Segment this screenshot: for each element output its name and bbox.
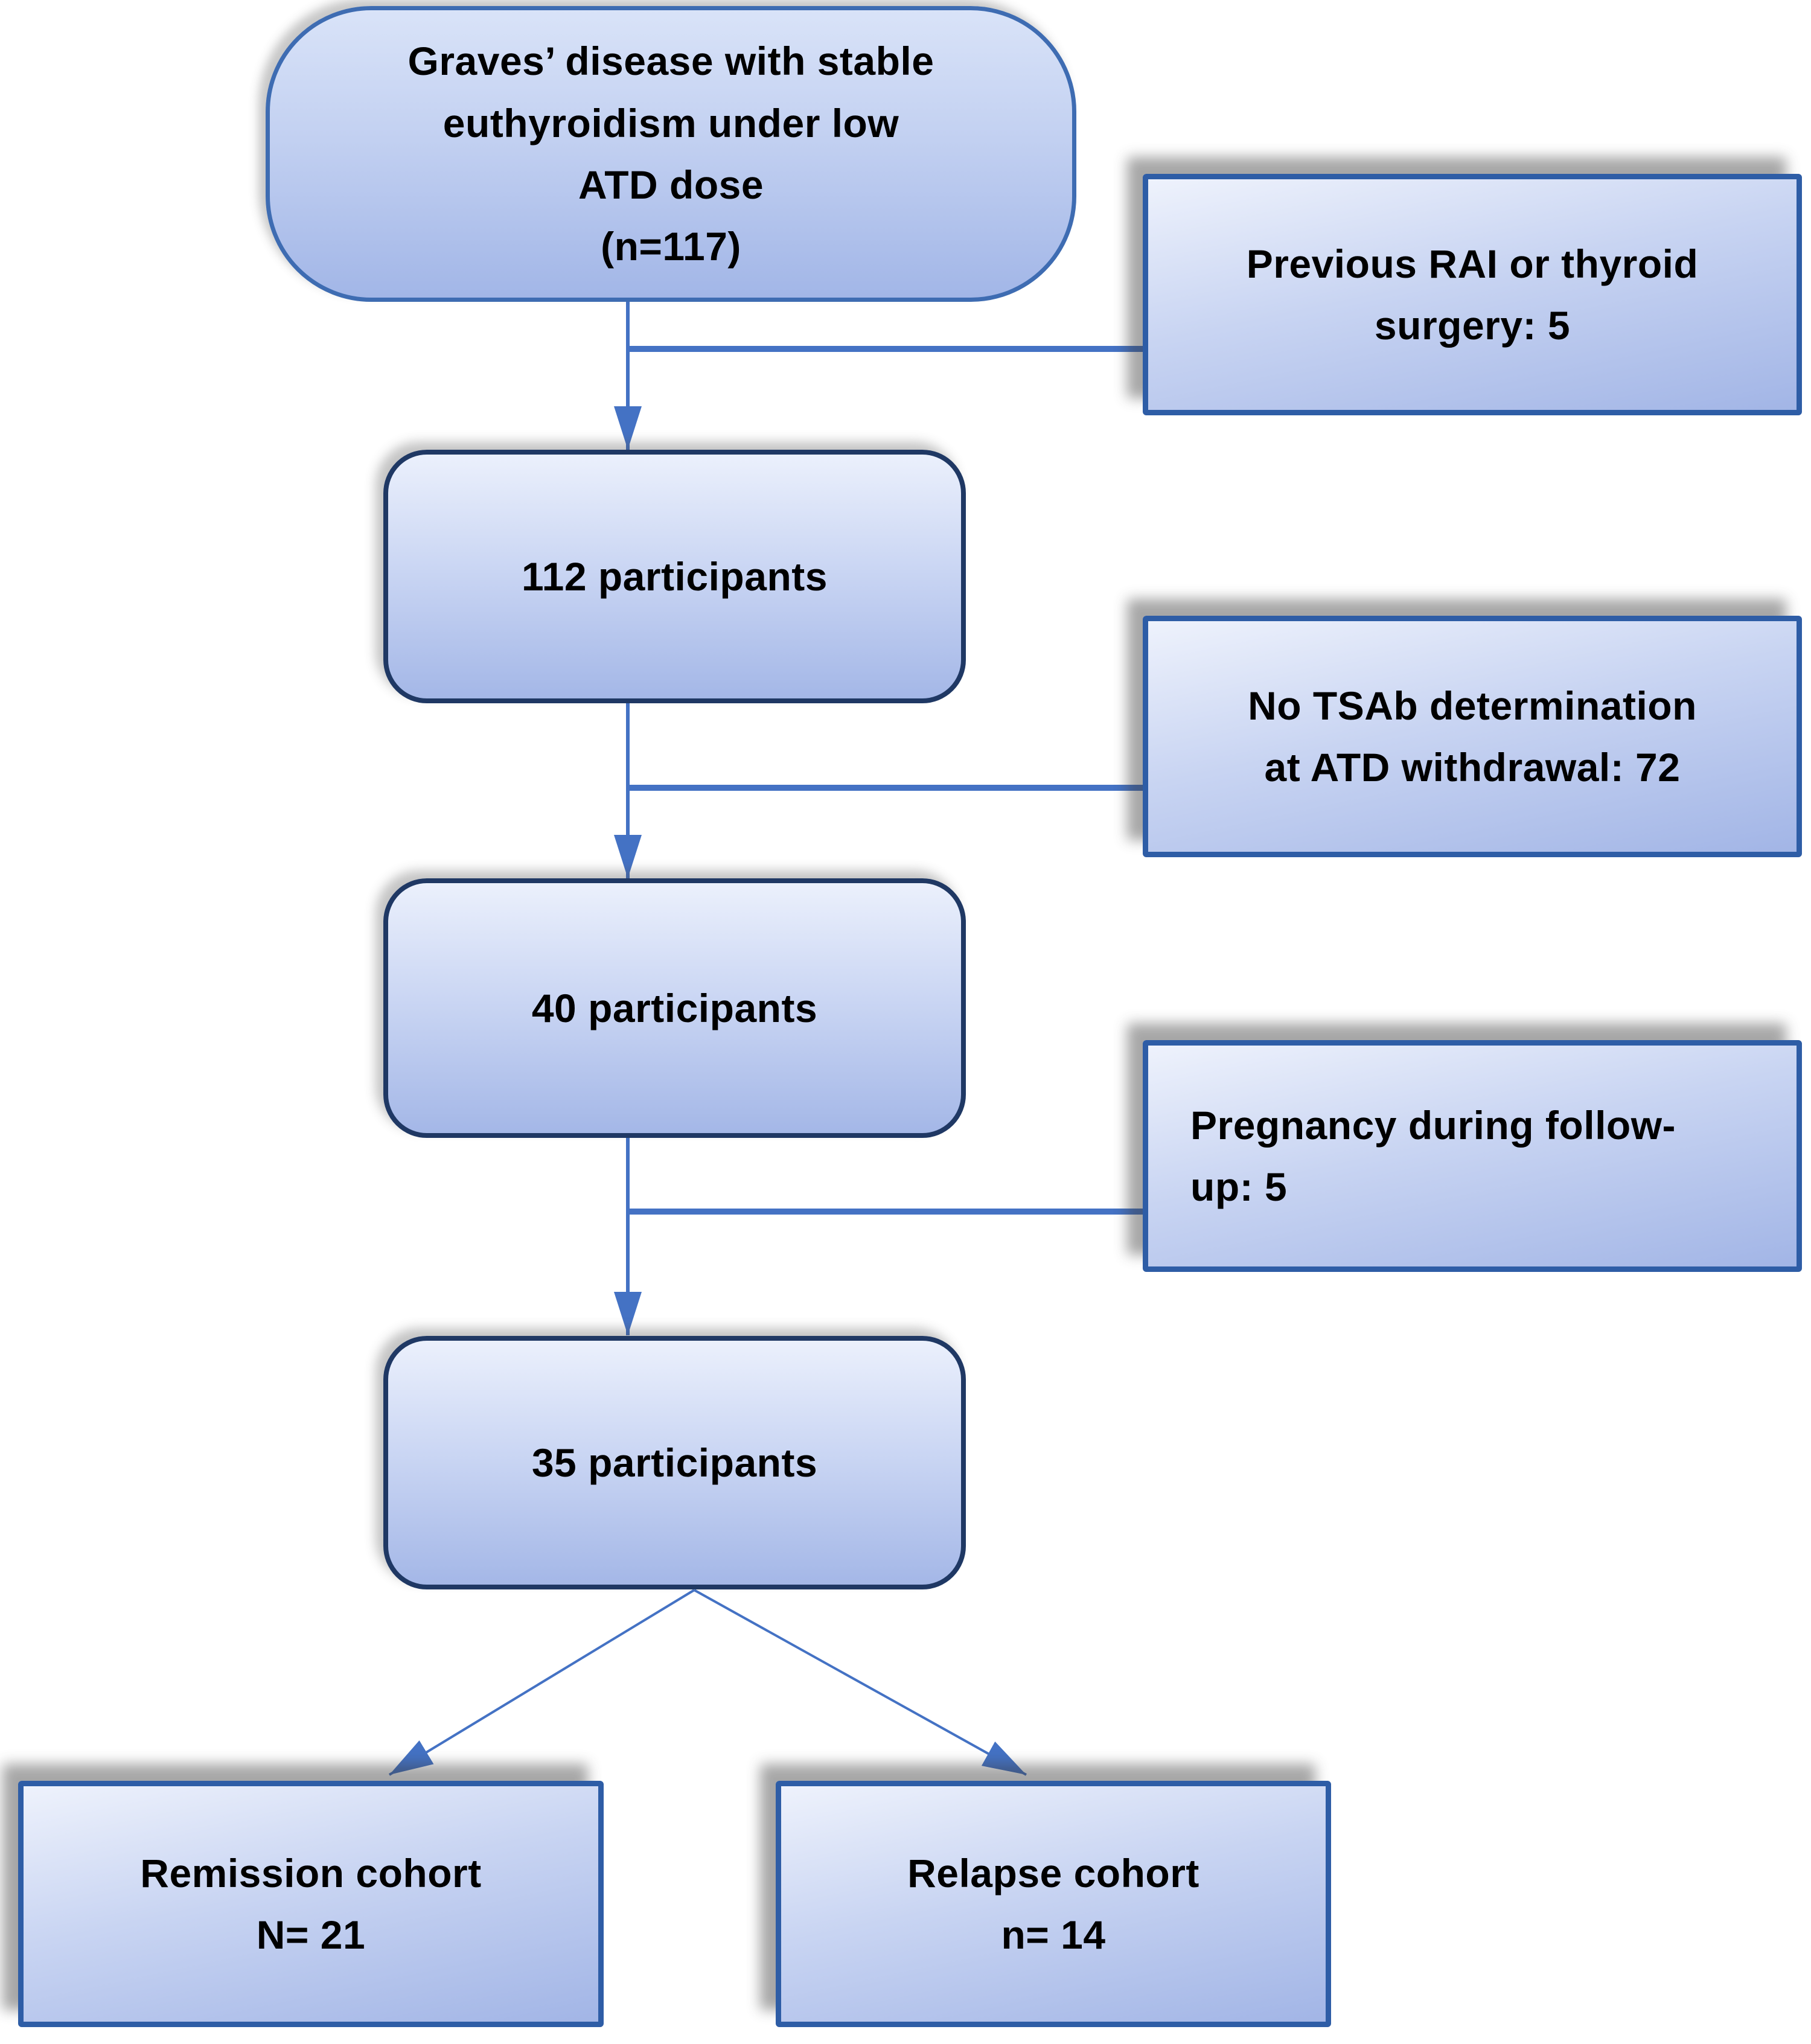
node-excluded-no-tsab: No TSAb determination at ATD withdrawal:…: [1143, 616, 1802, 857]
node-relapse-cohort: Relapse cohort n= 14: [776, 1781, 1331, 2027]
node-participants-35: 35 participants: [383, 1336, 966, 1589]
source-line-3: ATD dose: [578, 162, 764, 207]
arrow-35-to-relapse: [694, 1589, 1027, 1776]
excluded-rai-line-2: surgery: 5: [1374, 303, 1571, 348]
node-excluded-rai-surgery: Previous RAI or thyroid surgery: 5: [1143, 174, 1802, 415]
participants-35-label: 35 participants: [531, 1440, 818, 1485]
node-participants-112: 112 participants: [383, 450, 966, 703]
excluded-tsab-line-1: No TSAb determination: [1248, 683, 1697, 728]
node-source-population: Graves’ disease with stable euthyroidism…: [266, 6, 1076, 302]
node-excluded-pregnancy: Pregnancy during follow- up: 5: [1143, 1040, 1802, 1272]
node-participants-40: 40 participants: [383, 878, 966, 1138]
node-remission-cohort: Remission cohort N= 21: [18, 1781, 604, 2027]
participants-112-label: 112 participants: [522, 554, 828, 599]
relapse-line-2: n= 14: [1001, 1912, 1106, 1957]
remission-line-2: N= 21: [256, 1912, 366, 1957]
remission-line-1: Remission cohort: [140, 1850, 482, 1895]
excluded-tsab-line-2: at ATD withdrawal: 72: [1264, 745, 1681, 790]
source-line-2: euthyroidism under low: [442, 100, 899, 145]
excluded-pregnancy-line-2: up: 5: [1190, 1164, 1288, 1209]
relapse-line-1: Relapse cohort: [907, 1850, 1199, 1895]
source-line-4: (n=117): [601, 224, 741, 269]
participants-40-label: 40 participants: [531, 985, 818, 1030]
excluded-pregnancy-line-1: Pregnancy during follow-: [1190, 1102, 1676, 1148]
source-line-1: Graves’ disease with stable: [407, 39, 934, 84]
excluded-rai-line-1: Previous RAI or thyroid: [1246, 241, 1699, 286]
arrow-35-to-remission: [388, 1589, 695, 1776]
